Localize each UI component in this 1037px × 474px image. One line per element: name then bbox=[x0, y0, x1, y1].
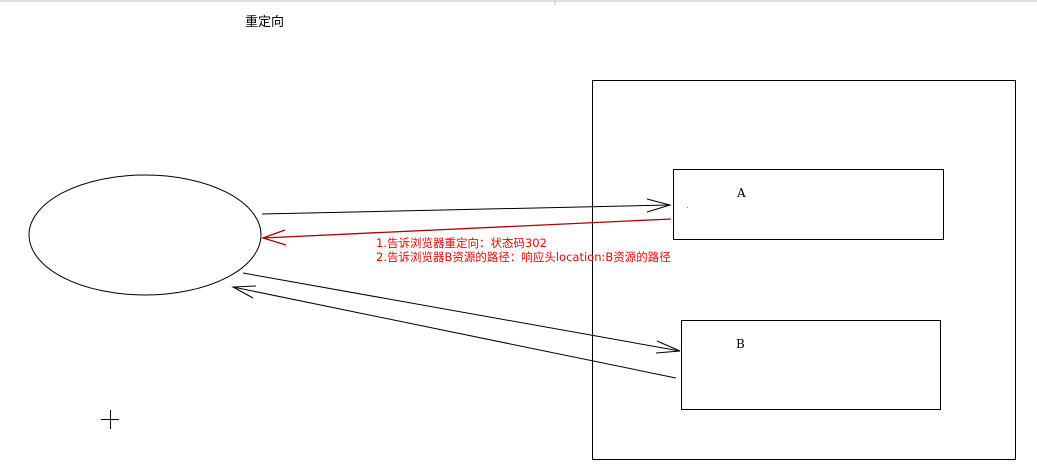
resource-b-box bbox=[681, 320, 941, 410]
annotation-status-code: 1.告诉浏览器重定向：状态码302 bbox=[376, 236, 547, 250]
server-box bbox=[592, 80, 1016, 460]
request-a-arrowhead bbox=[646, 198, 672, 213]
crosshair-cursor-icon bbox=[101, 410, 119, 429]
resource-a-box bbox=[673, 169, 944, 240]
request-b-arrow bbox=[242, 272, 681, 352]
diagram-title: 重定向 bbox=[245, 15, 285, 30]
response-b-arrow bbox=[232, 286, 677, 379]
resource-b-label: B bbox=[736, 337, 745, 351]
browser-ellipse bbox=[28, 174, 262, 296]
response-b-arrowhead bbox=[231, 285, 257, 299]
stray-dot bbox=[687, 207, 688, 208]
annotation-location-header: 2.告诉浏览器B资源的路径：响应头location:B资源的路径 bbox=[376, 250, 671, 264]
redirect-response-arrow bbox=[262, 218, 672, 239]
request-a-arrow bbox=[261, 204, 671, 215]
request-b-arrowhead bbox=[655, 340, 681, 354]
redirect-response-arrowhead bbox=[260, 229, 287, 246]
resource-a-label: A bbox=[737, 186, 746, 200]
